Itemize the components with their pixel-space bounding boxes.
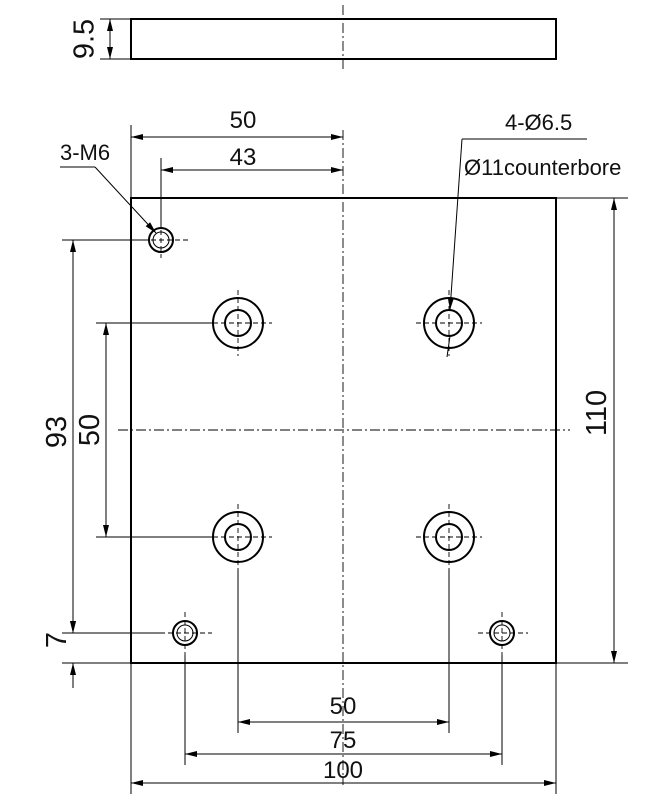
m6-callout-label: 3-M6 (60, 140, 110, 165)
dim-50-top-label: 50 (230, 107, 257, 134)
counterbore-callout-leader (447, 138, 463, 311)
dim-100-label: 100 (323, 757, 363, 784)
thickness-label: 9.5 (69, 19, 101, 59)
m6-callout-leader (94, 166, 157, 234)
dim-110-label: 110 (581, 390, 613, 436)
m6-hole-top-left (143, 222, 190, 258)
m6-hole-bottom-right (478, 612, 528, 655)
dim-43-label: 43 (230, 144, 257, 171)
plate-outline (130, 197, 557, 664)
dim-7-label: 7 (41, 632, 73, 648)
dim-50-vertical-label: 50 (74, 414, 106, 446)
counterbore-count-label: 4-Ø6.5 (505, 110, 572, 135)
counterbore-hole-bottom-right (416, 504, 482, 570)
counterbore-hole-top-left (205, 290, 272, 356)
dim-93-label: 93 (41, 416, 73, 448)
counterbore-size-label: Ø11counterbore (464, 155, 621, 180)
counterbore-hole-bottom-left (205, 504, 272, 570)
dim-50-bottom-label: 50 (330, 693, 357, 720)
dim-75-label: 75 (330, 727, 357, 754)
side-view-plate (130, 18, 557, 60)
counterbore-callout-leader-tail (446, 335, 451, 358)
m6-hole-bottom-left (160, 612, 212, 655)
